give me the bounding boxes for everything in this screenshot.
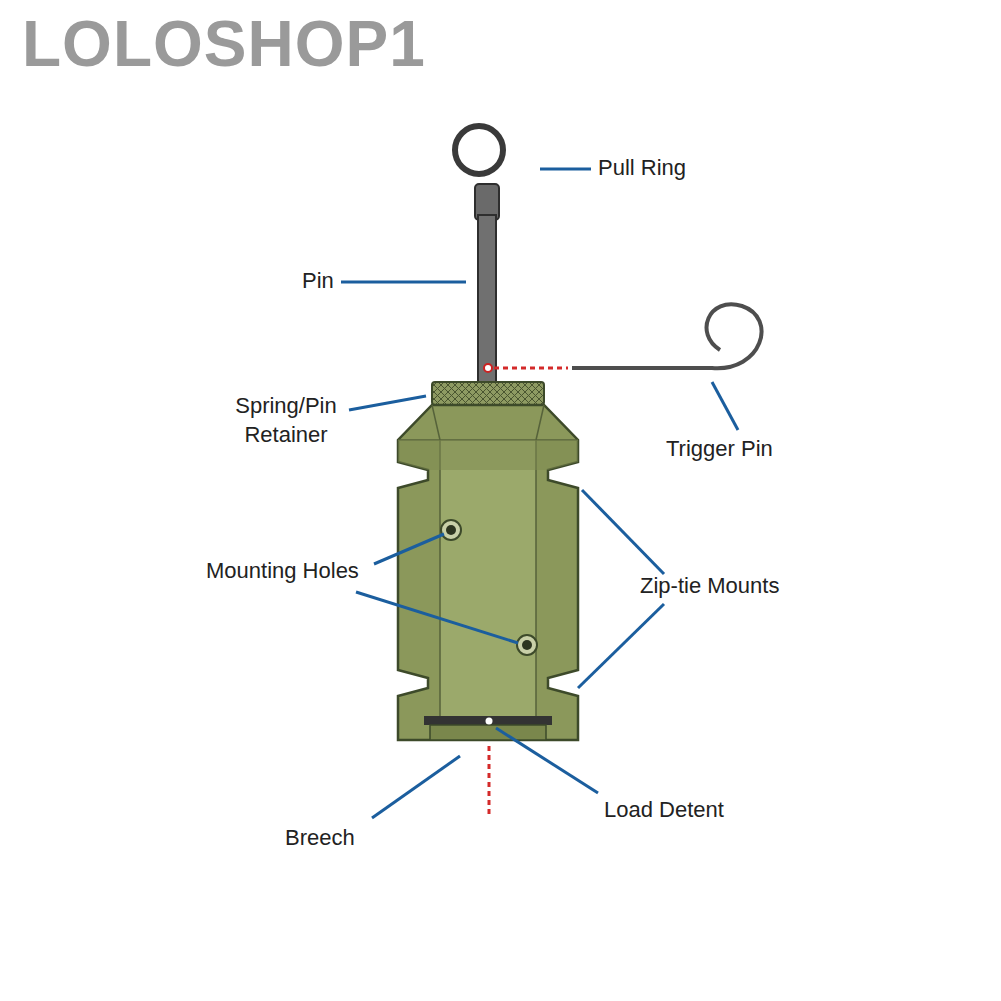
part-label: Trigger Pin bbox=[666, 435, 773, 464]
part-label: Pin bbox=[302, 267, 334, 296]
leader-line bbox=[374, 534, 444, 564]
leader-line bbox=[712, 382, 738, 430]
pin-hole bbox=[484, 364, 492, 372]
leader-line bbox=[582, 490, 664, 574]
breech-axis bbox=[488, 746, 491, 816]
pin bbox=[478, 215, 496, 383]
part-label: Spring/Pin Retainer bbox=[222, 392, 350, 449]
spring-pin-retainer bbox=[432, 382, 544, 405]
leader-line bbox=[356, 592, 518, 643]
trigger-pin bbox=[572, 304, 762, 368]
body-edge bbox=[432, 405, 440, 440]
breech bbox=[430, 725, 546, 740]
leader-line bbox=[578, 604, 664, 688]
leader-line bbox=[349, 396, 426, 410]
mounting-hole bbox=[522, 640, 532, 650]
body-edge bbox=[535, 440, 537, 740]
body-edge bbox=[536, 405, 544, 440]
body bbox=[398, 405, 578, 740]
watermark: LOLOSHOP1 bbox=[22, 12, 426, 76]
part-label: Breech bbox=[285, 824, 355, 853]
part-label: Zip-tie Mounts bbox=[640, 572, 779, 601]
body-shade bbox=[398, 440, 578, 470]
leader-line bbox=[372, 756, 460, 818]
leader-line bbox=[540, 168, 591, 171]
part-label: Load Detent bbox=[604, 796, 724, 825]
load-detent-plate bbox=[424, 716, 552, 725]
body-edge bbox=[439, 440, 441, 740]
mounting-hole bbox=[441, 520, 461, 540]
body-face bbox=[440, 440, 536, 740]
part-label: Mounting Holes bbox=[206, 557, 359, 586]
leader-lines bbox=[341, 169, 738, 818]
leader-line bbox=[496, 728, 598, 793]
load-detent bbox=[486, 718, 493, 725]
mounting-hole bbox=[446, 525, 456, 535]
part-label: Pull Ring bbox=[598, 154, 686, 183]
mounting-hole bbox=[517, 635, 537, 655]
trigger-axis bbox=[494, 367, 568, 370]
leader-line bbox=[341, 281, 466, 284]
pull-ring bbox=[455, 126, 503, 174]
